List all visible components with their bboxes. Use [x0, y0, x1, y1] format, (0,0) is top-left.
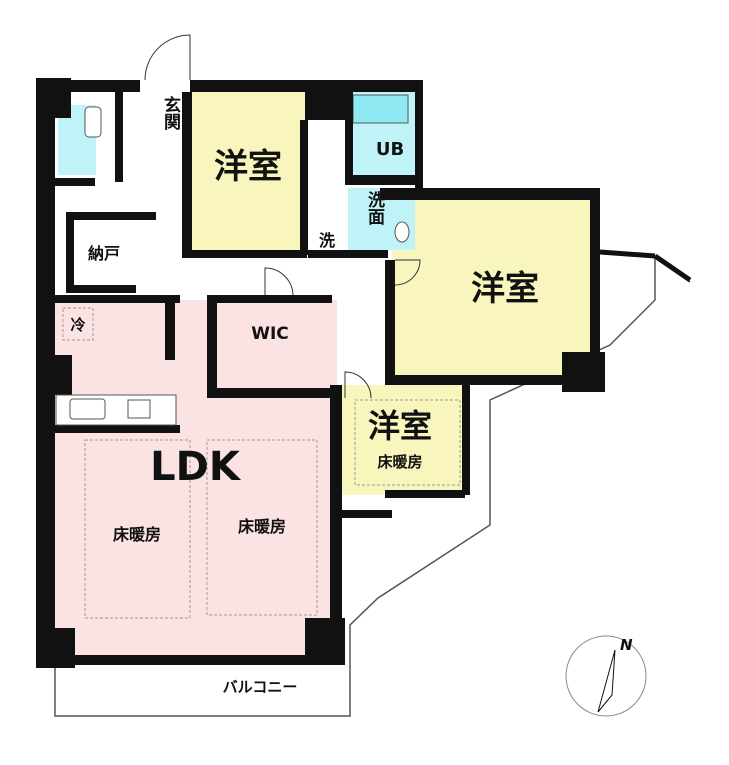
- fridge-label: 冷: [70, 316, 85, 334]
- western-room-1-floor: [192, 92, 307, 255]
- balcony-label: バルコニー: [223, 678, 298, 696]
- compass-north-label: N: [620, 636, 633, 654]
- laundry-label: 洗: [319, 231, 335, 250]
- entrance-door-icon: [144, 34, 191, 81]
- floor-heating-label: 床暖房: [377, 453, 422, 471]
- wic-label: WIC: [251, 324, 289, 344]
- washroom-label: 洗面: [364, 190, 385, 226]
- sink-icon: [394, 221, 410, 243]
- western-room-3-label: 洋室: [368, 407, 432, 445]
- ldk-floor: [55, 300, 337, 655]
- toilet-icon: [84, 106, 102, 138]
- stove-icon: [127, 399, 151, 419]
- wic-door-icon: [264, 267, 294, 296]
- fridge-space: [62, 307, 94, 341]
- walls: [36, 78, 605, 668]
- storage-label: 納戸: [88, 244, 120, 263]
- room-door-icon: [344, 371, 372, 399]
- entrance-label: 玄関: [160, 95, 181, 130]
- balcony-outline: [54, 256, 691, 717]
- western-room-3-floor: [340, 385, 465, 495]
- balcony-rail: [599, 249, 656, 259]
- compass-icon: N: [565, 635, 647, 717]
- room-door-icon: [394, 259, 421, 286]
- floor-heating-area: [206, 439, 318, 616]
- kitchen-sink-icon: [69, 398, 106, 420]
- bathtub: [352, 94, 409, 124]
- floor-heating-label: 床暖房: [238, 517, 286, 536]
- balcony-rail: [653, 253, 692, 283]
- ldk-label: LDK: [150, 444, 242, 490]
- floor-heating-area: [84, 439, 191, 619]
- floor-heating-label: 床暖房: [113, 525, 161, 544]
- western-room-2-label: 洋室: [471, 269, 539, 309]
- western-room-2-floor: [392, 200, 597, 380]
- floor-heating-area: [354, 399, 461, 486]
- western-room-1-label: 洋室: [214, 147, 282, 187]
- unit-bath-label: UB: [376, 139, 404, 160]
